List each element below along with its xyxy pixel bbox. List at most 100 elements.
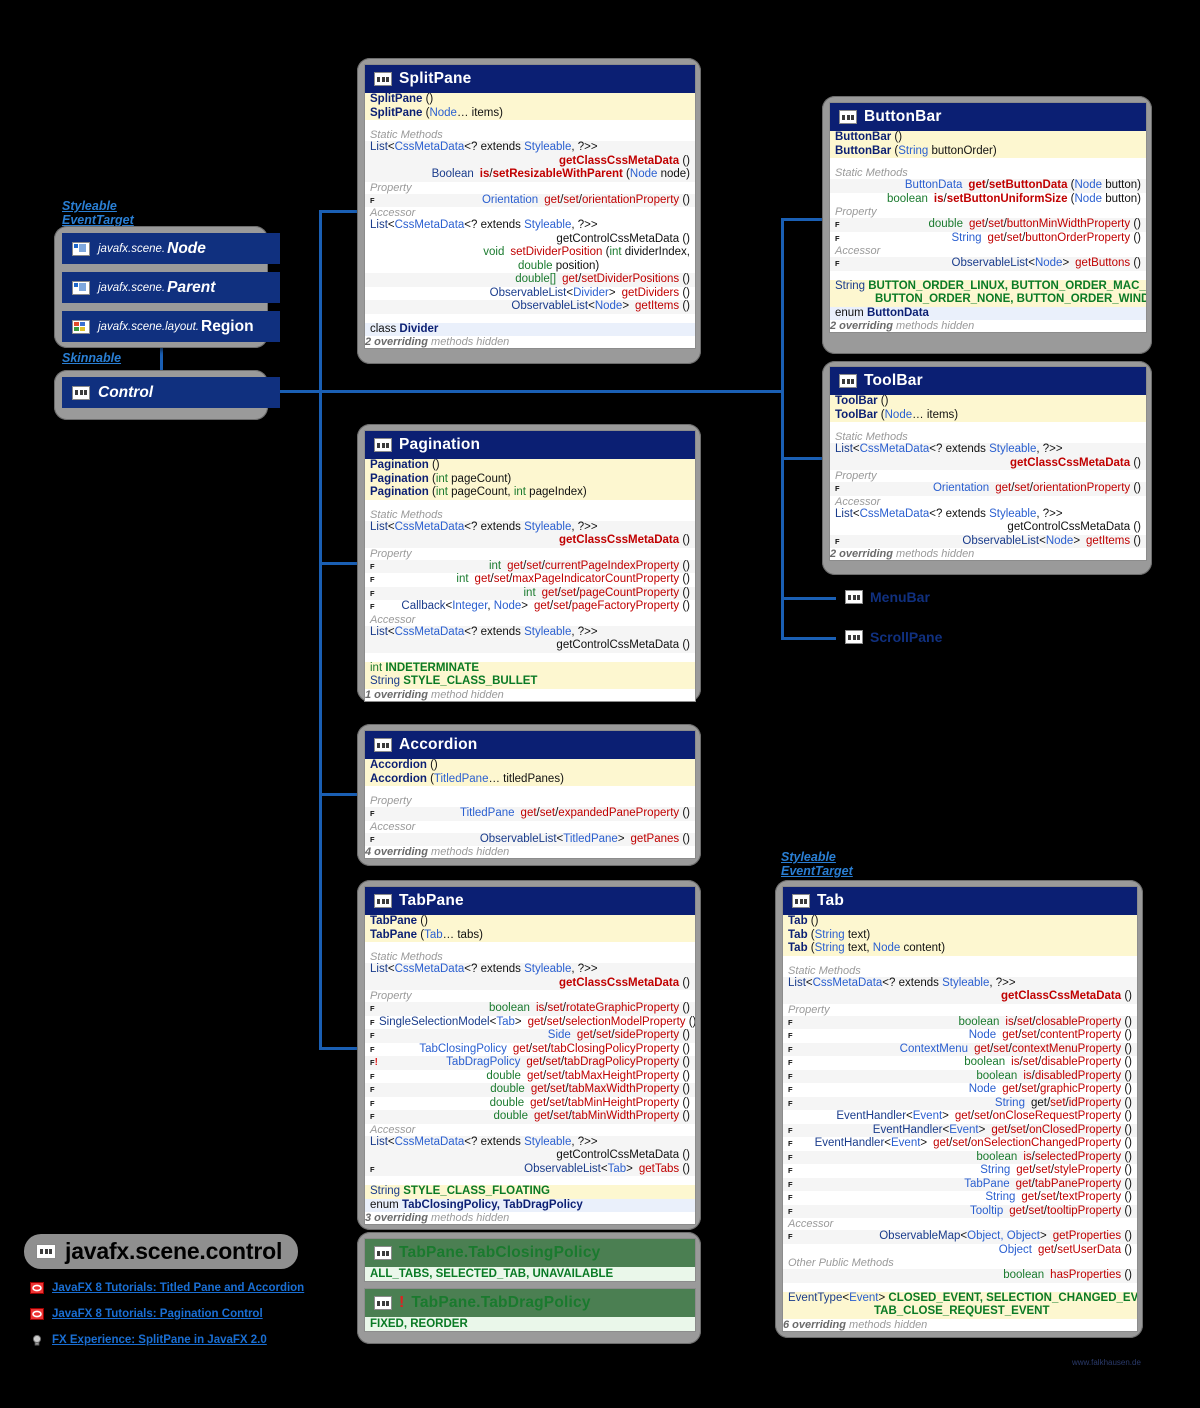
control-icon <box>792 894 810 908</box>
section-label: Accessor <box>365 820 695 833</box>
member-name: is/setButtonUniformSize (Node button) <box>933 192 1141 205</box>
member-name: get/set/pageCountProperty () <box>541 586 690 599</box>
constructor-row: Tab () <box>783 915 1137 929</box>
member-name: get/set/tooltipProperty () <box>1009 1204 1132 1217</box>
member-name: get/set/selectionModelProperty () <box>527 1015 696 1028</box>
link-label[interactable]: FX Experience: SplitPane in JavaFX 2.0 <box>52 1334 267 1346</box>
section-label: Property <box>830 206 1146 218</box>
member-type: double <box>928 218 964 230</box>
class-tabdragpolicy[interactable]: ! TabPane.TabDragPolicy FIXED, REORDER <box>364 1288 696 1332</box>
member-name: get/set/onSelectionChangedProperty () <box>933 1137 1132 1149</box>
class-tab[interactable]: Tab Tab ()Tab (String text)Tab (String t… <box>782 886 1138 1332</box>
spacer <box>365 499 695 509</box>
class-toolbar[interactable]: ToolBar ToolBar ()ToolBar (Node… items)S… <box>829 366 1147 561</box>
hidden-members-note: 2 overriding methods hidden <box>365 336 695 348</box>
spacer <box>365 313 695 323</box>
field-marker: F <box>370 834 375 844</box>
field-marker: F <box>788 1044 793 1054</box>
class-body-tabpane: TabPane ()TabPane (Tab… tabs)Static Meth… <box>365 915 695 1224</box>
constructor-row: SplitPane (Node… items) <box>365 106 695 120</box>
section-label: Static Methods <box>783 964 1137 977</box>
link-label[interactable]: JavaFX 8 Tutorials: Pagination Control <box>52 1308 263 1320</box>
field-marker: F <box>370 1071 375 1081</box>
spacer <box>365 942 695 951</box>
member-row: ObservableList<Divider>getDividers () <box>365 286 695 300</box>
hidden-members-note: 2 overriding methods hidden <box>830 548 1146 560</box>
member-type: boolean <box>1003 1269 1045 1281</box>
field-marker: F <box>788 1071 793 1081</box>
class-tabclosingpolicy[interactable]: TabPane.TabClosingPolicy ALL_TABS, SELEC… <box>364 1238 696 1282</box>
class-bar-parent[interactable]: javafx.scene.Parent <box>62 272 280 303</box>
class-header-accordion: Accordion <box>365 731 695 759</box>
field-marker: F <box>788 1125 793 1135</box>
class-splitpane[interactable]: SplitPane SplitPane ()SplitPane (Node… i… <box>364 64 696 349</box>
constant-row: String STYLE_CLASS_FLOATING <box>365 1185 695 1199</box>
member-name: getPanes () <box>630 832 690 845</box>
constant-row-cont: TAB_CLOSE_REQUEST_EVENT <box>783 1305 1137 1319</box>
hidden-members-note: 1 overriding method hidden <box>365 688 695 701</box>
class-header-buttonbar: ButtonBar <box>830 103 1146 131</box>
nested-type-row: class Divider <box>365 322 695 336</box>
member-type: Callback<Integer, Node> <box>401 600 528 612</box>
spacer <box>365 652 695 662</box>
field-marker: F <box>370 1004 375 1013</box>
ref-scrollpane[interactable]: ScrollPane <box>845 629 942 645</box>
class-tabpane[interactable]: TabPane TabPane ()TabPane (Tab… tabs)Sta… <box>364 886 696 1225</box>
member-row: F EventHandler<Event> get/set/onClosedProp… <box>783 1123 1137 1137</box>
member-type: Object <box>998 1243 1033 1256</box>
member-type: double <box>489 1096 525 1109</box>
class-accordion[interactable]: Accordion Accordion ()Accordion (TitledP… <box>364 730 696 859</box>
class-bar-control[interactable]: Control <box>62 377 280 408</box>
ref-menubar[interactable]: MenuBar <box>845 589 930 605</box>
hidden-members-note: 2 overriding methods hidden <box>830 320 1146 332</box>
member-row-cont: getClassCssMetaData () <box>830 456 1146 470</box>
field-marker: F <box>370 809 375 818</box>
class-pagination[interactable]: Pagination Pagination ()Pagination (int … <box>364 430 696 702</box>
member-type: double <box>486 1069 521 1082</box>
member-type: ContextMenu <box>899 1042 969 1055</box>
member-name: getItems () <box>1086 534 1141 547</box>
section-label: Accessor <box>830 495 1146 508</box>
member-name: get/set/onCloseRequestProperty () <box>954 1110 1132 1122</box>
member-type: boolean <box>976 1150 1018 1163</box>
region-icon <box>72 319 90 334</box>
member-name: getButtons () <box>1075 257 1141 269</box>
link-label[interactable]: JavaFX 8 Tutorials: Titled Pane and Acco… <box>52 1282 305 1294</box>
link-splitpane-fx-experience[interactable]: FX Experience: SplitPane in JavaFX 2.0 <box>30 1334 267 1346</box>
preview-marker: ! <box>399 1294 405 1311</box>
constructor-row: Tab (String text) <box>783 928 1137 942</box>
member-row-cont: getClassCssMetaData () <box>783 990 1137 1004</box>
section-label: Property <box>365 181 695 194</box>
member-name: get/set/buttonMinWidthProperty () <box>969 218 1141 230</box>
member-type: boolean <box>489 1002 530 1014</box>
control-icon <box>374 1246 392 1260</box>
member-name: get/set/onClosedProperty () <box>991 1123 1132 1136</box>
member-type: EventHandler<Event> <box>872 1123 986 1136</box>
member-row-cont: getClassCssMetaData () <box>365 154 695 168</box>
connector-right-vertical <box>781 218 784 640</box>
link-pagination-control[interactable]: JavaFX 8 Tutorials: Pagination Control <box>30 1308 263 1320</box>
class-bar-region[interactable]: javafx.scene.layout.Region <box>62 311 280 342</box>
section-label: Other Public Methods <box>783 1257 1137 1269</box>
field-marker: F <box>788 1206 793 1216</box>
member-type: Orientation <box>481 193 539 206</box>
class-buttonbar[interactable]: ButtonBar ButtonBar ()ButtonBar (String … <box>829 102 1147 333</box>
constructor-row: ButtonBar () <box>830 131 1146 145</box>
member-type: double[] <box>515 273 557 285</box>
class-bar-node[interactable]: javafx.scene.Node <box>62 233 280 264</box>
section-label: Static Methods <box>830 167 1146 179</box>
member-name: get/set/tabMaxWidthProperty () <box>530 1083 690 1095</box>
link-titled-pane-accordion[interactable]: JavaFX 8 Tutorials: Titled Pane and Acco… <box>30 1282 304 1294</box>
node-icon <box>72 241 90 256</box>
